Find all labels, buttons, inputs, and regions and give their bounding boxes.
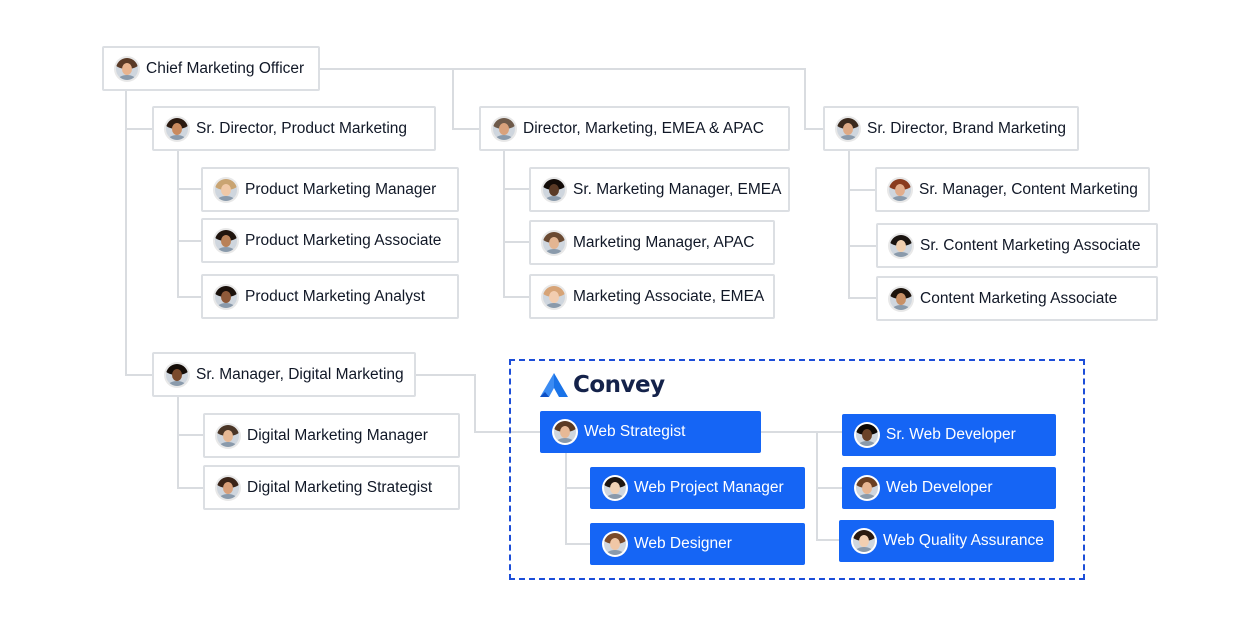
avatar-photo-icon xyxy=(890,234,912,257)
node-label: Digital Marketing Strategist xyxy=(247,478,433,496)
avatar-photo-icon xyxy=(856,424,878,446)
node-web-designer[interactable]: Web Designer xyxy=(590,523,805,565)
connector-ws-left-trunk xyxy=(565,453,590,545)
node-label: Web Designer xyxy=(634,535,732,552)
avatar-photo-icon xyxy=(116,57,138,80)
avatar-photo-icon xyxy=(543,285,565,308)
connector-emea-trunk xyxy=(503,151,529,298)
node-label: Digital Marketing Manager xyxy=(247,426,428,444)
avatar-photo-icon xyxy=(215,229,237,252)
node-label: Product Marketing Associate xyxy=(245,231,442,249)
node-sr-marketing-manager-emea[interactable]: Sr. Marketing Manager, EMEA xyxy=(529,167,790,212)
avatar-photo-icon xyxy=(856,477,878,499)
node-label: Web Developer xyxy=(886,479,993,496)
node-sr-director-brand-marketing[interactable]: Sr. Director, Brand Marketing xyxy=(823,106,1079,151)
connector-cmo-to-srdir-pm xyxy=(125,91,152,130)
avatar-photo-icon xyxy=(217,424,239,447)
node-label: Web Project Manager xyxy=(634,479,784,496)
node-sr-manager-content-marketing[interactable]: Sr. Manager, Content Marketing xyxy=(875,167,1150,212)
connector-pm-trunk xyxy=(177,151,201,298)
node-sr-web-developer[interactable]: Sr. Web Developer xyxy=(842,414,1056,456)
convey-logo-icon xyxy=(540,373,568,397)
avatar-photo-icon xyxy=(604,533,626,555)
node-label: Sr. Manager, Digital Marketing xyxy=(196,365,404,383)
node-web-project-manager[interactable]: Web Project Manager xyxy=(590,467,805,509)
connector-smdm-to-ws xyxy=(415,374,540,433)
avatar-photo-icon xyxy=(889,178,911,201)
node-sr-manager-digital-marketing[interactable]: Sr. Manager, Digital Marketing xyxy=(152,352,416,397)
node-label: Product Marketing Manager xyxy=(245,180,437,198)
node-marketing-manager-apac[interactable]: Marketing Manager, APAC xyxy=(529,220,775,265)
avatar-photo-icon xyxy=(543,231,565,254)
convey-highlight-region xyxy=(509,359,1085,580)
node-web-quality-assurance[interactable]: Web Quality Assurance xyxy=(839,520,1054,562)
node-label: Marketing Associate, EMEA xyxy=(573,287,765,305)
node-product-marketing-associate[interactable]: Product Marketing Associate xyxy=(201,218,459,263)
node-label: Product Marketing Analyst xyxy=(245,287,426,305)
connector-ws-right-trunk xyxy=(816,432,839,541)
connector-cmo-to-smdm xyxy=(125,129,152,376)
avatar-photo-icon xyxy=(217,476,239,499)
avatar-photo-icon xyxy=(554,421,576,443)
node-content-marketing-associate[interactable]: Content Marketing Associate xyxy=(876,276,1158,321)
connector-cmo-to-srdir-bm xyxy=(453,68,823,130)
avatar-photo-icon xyxy=(215,285,237,308)
node-digital-marketing-manager[interactable]: Digital Marketing Manager xyxy=(203,413,460,458)
node-sr-director-product-marketing[interactable]: Sr. Director, Product Marketing xyxy=(152,106,436,151)
node-label: Director, Marketing, EMEA & APAC xyxy=(523,119,764,137)
node-label: Sr. Director, Brand Marketing xyxy=(867,119,1066,137)
node-label: Sr. Marketing Manager, EMEA xyxy=(573,180,782,198)
node-label: Sr. Content Marketing Associate xyxy=(920,236,1141,254)
connector-digital-trunk xyxy=(177,397,203,489)
node-product-marketing-manager[interactable]: Product Marketing Manager xyxy=(201,167,459,212)
node-label: Sr. Manager, Content Marketing xyxy=(919,180,1138,198)
node-web-strategist[interactable]: Web Strategist xyxy=(540,411,761,453)
node-label: Content Marketing Associate xyxy=(920,289,1118,307)
node-marketing-associate-emea[interactable]: Marketing Associate, EMEA xyxy=(529,274,775,319)
avatar-photo-icon xyxy=(604,477,626,499)
avatar-photo-icon xyxy=(166,117,188,140)
avatar-photo-icon xyxy=(215,178,237,201)
node-label: Sr. Director, Product Marketing xyxy=(196,119,408,137)
node-web-developer[interactable]: Web Developer xyxy=(842,467,1056,509)
node-label: Marketing Manager, APAC xyxy=(573,233,755,251)
node-label: Web Strategist xyxy=(584,423,686,440)
avatar-photo-icon xyxy=(493,117,515,140)
node-director-marketing-emea-apac[interactable]: Director, Marketing, EMEA & APAC xyxy=(479,106,790,151)
avatar-photo-icon xyxy=(853,530,875,552)
avatar-photo-icon xyxy=(166,363,188,386)
node-chief-marketing-officer[interactable]: Chief Marketing Officer xyxy=(102,46,320,91)
avatar-photo-icon xyxy=(837,117,859,140)
node-digital-marketing-strategist[interactable]: Digital Marketing Strategist xyxy=(203,465,460,510)
avatar-photo-icon xyxy=(543,178,565,201)
convey-logo: Convey xyxy=(539,372,665,398)
node-product-marketing-analyst[interactable]: Product Marketing Analyst xyxy=(201,274,459,319)
node-label: Web Quality Assurance xyxy=(883,532,1044,549)
connector-cmo-to-dir-emea xyxy=(320,68,479,130)
node-label: Sr. Web Developer xyxy=(886,426,1016,443)
avatar-photo-icon xyxy=(890,287,912,310)
connector-brand-trunk xyxy=(848,151,876,299)
node-label: Chief Marketing Officer xyxy=(146,59,305,77)
convey-logo-text: Convey xyxy=(573,372,665,398)
node-sr-content-marketing-associate[interactable]: Sr. Content Marketing Associate xyxy=(876,223,1158,268)
